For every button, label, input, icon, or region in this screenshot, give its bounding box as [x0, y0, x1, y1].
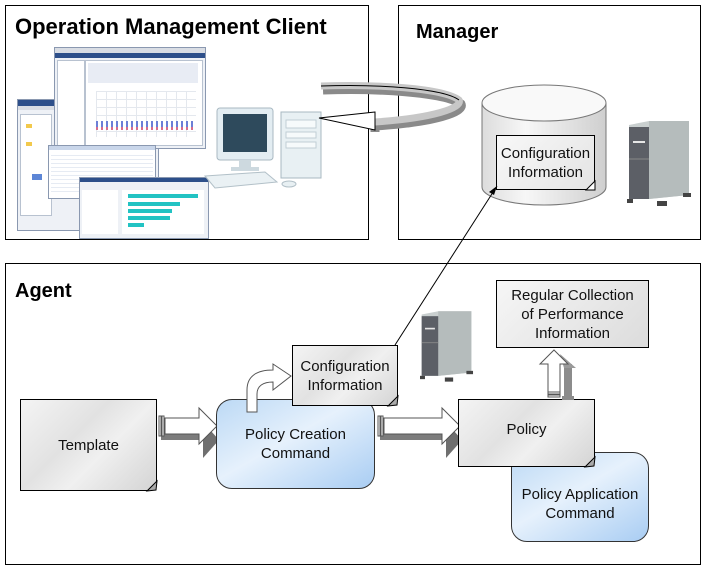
regular-collection-line2: of Performance — [521, 305, 624, 323]
client-panel-title: Operation Management Client — [15, 14, 327, 39]
page-fold-icon — [583, 455, 596, 468]
agent-config-info-line2: Information — [307, 376, 383, 394]
agent-panel-title: Agent — [15, 280, 72, 302]
page-fold-icon — [584, 179, 596, 191]
screenshots-collage — [11, 42, 209, 239]
policy-label: Policy — [506, 421, 547, 438]
manager-config-info-doc: Configuration — [496, 135, 595, 190]
server-tower-icon — [627, 121, 691, 206]
server-tower-icon — [420, 311, 474, 382]
policy-creation-command-line2: Command — [260, 445, 331, 462]
template-label: Template — [58, 436, 119, 454]
policy-application-command-line2: Command — [545, 505, 615, 522]
agent-config-info-line1: Configuration — [300, 357, 390, 375]
curved-arrow — [246, 363, 292, 413]
policy-doc: Policy — [458, 399, 596, 468]
page-fold-icon — [145, 479, 158, 492]
client-panel: Operation Management Client — [5, 5, 369, 240]
policy-creation-command-line1: Policy Creation — [245, 426, 346, 443]
manager-panel-title: Manager — [416, 21, 499, 43]
page-fold-icon — [386, 394, 399, 407]
manager-config-info-line2: Information — [507, 164, 584, 181]
policy-application-command-line1: Policy Application — [521, 486, 639, 503]
block-arrow-right — [377, 406, 462, 458]
template-doc: Template — [20, 399, 158, 492]
circular-sync-arrow — [318, 82, 466, 132]
desktop-computer-icon — [203, 107, 322, 189]
regular-collection-line3: Information — [534, 324, 611, 342]
block-arrow-up — [538, 349, 576, 400]
manager-config-info-line1: Configuration — [500, 145, 591, 162]
manager-panel: Manager Configuration Information — [398, 5, 701, 240]
block-arrow-right — [158, 406, 219, 458]
regular-collection-line1: Regular Collection — [511, 286, 634, 304]
